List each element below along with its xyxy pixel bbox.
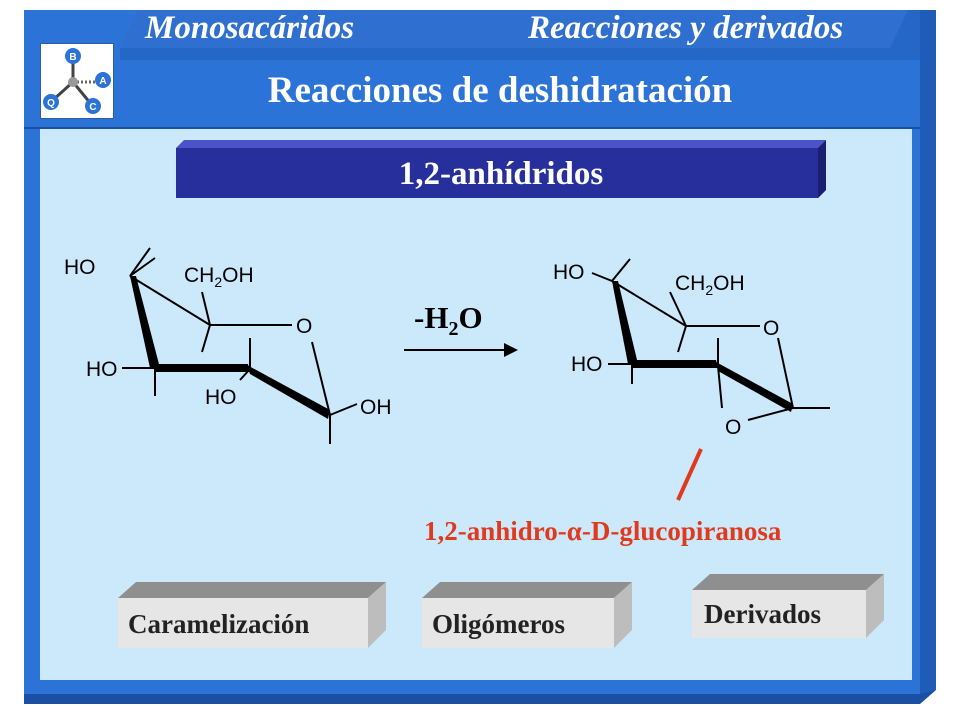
caramelizacion-button[interactable]: Caramelización (118, 582, 386, 648)
reactant-bold-bond-bottom (155, 364, 250, 372)
oligomeros-button[interactable]: Oligómeros (422, 582, 632, 648)
header-section-label: Monosacáridos (145, 10, 355, 46)
product-epoxide-oxygen: O (725, 416, 741, 439)
product-ch2oh: CH2OH (675, 272, 745, 298)
reactant-ho-top: HO (64, 256, 96, 279)
reactant-ho-left: HO (86, 358, 118, 381)
reactant-ho-mid: HO (205, 386, 237, 409)
section-title: 1,2-anhídridos (398, 156, 604, 192)
reactant-ch2oh: CH2OH (184, 264, 254, 290)
derivados-button[interactable]: Derivados (692, 574, 884, 638)
svg-text:Q: Q (47, 98, 55, 109)
oligomeros-button-shape (422, 582, 632, 648)
svg-text:C: C (89, 102, 96, 113)
section-band (176, 140, 826, 198)
product-wedge-bond-right (716, 362, 793, 412)
oligomeros-button-label: Oligómeros (432, 609, 565, 639)
derivados-button-shape (692, 574, 884, 638)
svg-text:A: A (99, 76, 106, 87)
caramelizacion-button-shape (118, 582, 386, 648)
product-name: 1,2-anhidro-α-D-glucopiranosa (424, 516, 782, 546)
product-bold-bond-bottom (632, 360, 718, 368)
product-pointer-line (676, 448, 703, 501)
caramelizacion-button-label: Caramelización (128, 609, 310, 639)
reactant-ring-oxygen: O (296, 315, 312, 338)
svg-text:B: B (69, 52, 76, 63)
reagent-label: -H2O (414, 300, 483, 341)
reactant-structure (122, 247, 358, 444)
reactant-oh-right: OH (360, 396, 392, 419)
reactant-wedge-bond-left (130, 276, 160, 368)
reaction-arrowhead (504, 343, 518, 357)
reactant-wedge-bond-right (247, 365, 330, 419)
derivados-button-label: Derivados (704, 599, 821, 629)
product-structure (591, 258, 830, 421)
product-ring-oxygen: O (763, 317, 779, 340)
molecule-logo-icon: B A C Q (40, 43, 114, 119)
page-title: Reacciones de deshidratación (267, 70, 733, 111)
product-ho-top: HO (553, 261, 585, 284)
product-wedge-bond-left (612, 281, 638, 364)
product-ho-left: HO (571, 353, 603, 376)
header-topic-label: Reacciones y derivados (528, 10, 844, 46)
